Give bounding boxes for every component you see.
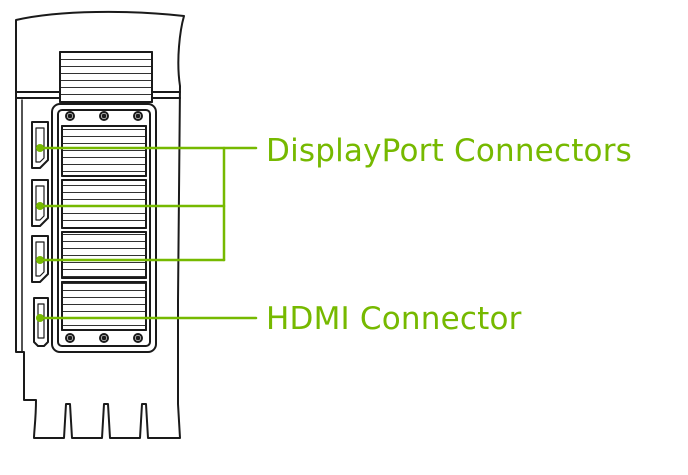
leader-dots — [36, 144, 44, 322]
displayport-connectors-label: DisplayPort Connectors — [266, 133, 633, 169]
displayport-connector-3 — [31, 235, 49, 283]
bracket-outline — [15, 10, 185, 439]
displayport-connector-2 — [31, 179, 49, 227]
hdmi-connector-label: HDMI Connector — [266, 301, 522, 337]
vent-grille — [61, 125, 147, 331]
vent-plate — [51, 103, 157, 353]
displayport-connector-1 — [31, 121, 49, 169]
hdmi-connector — [33, 297, 49, 347]
displayport-leader-lines — [38, 146, 258, 262]
rear-shroud — [59, 51, 153, 103]
screw-holes — [65, 111, 143, 343]
